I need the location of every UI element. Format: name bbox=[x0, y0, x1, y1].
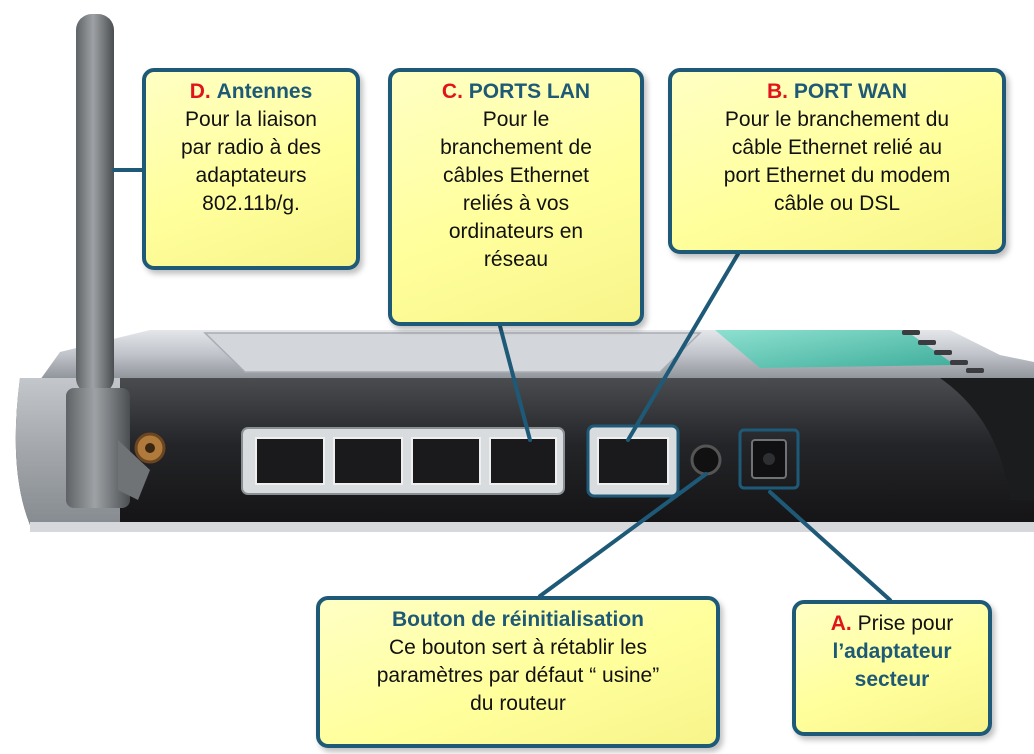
callout-c-line: câbles Ethernet bbox=[443, 164, 589, 187]
callout-antennes: D. Antennes Pour la liaison par radio à … bbox=[142, 68, 360, 270]
callout-b-line: câble Ethernet relié au bbox=[731, 136, 943, 159]
antenna-base bbox=[66, 388, 130, 508]
antenna-rod bbox=[76, 14, 114, 394]
callout-b-letter: B. bbox=[766, 80, 788, 103]
vent-slots bbox=[902, 330, 984, 373]
callout-d-line: adaptateurs bbox=[195, 164, 307, 187]
callout-d-line: par radio à des bbox=[180, 136, 322, 159]
callout-a-strong-line: l’adaptateur bbox=[832, 640, 952, 663]
callout-a-letter: A. bbox=[830, 612, 852, 635]
power-jack-frame bbox=[738, 428, 800, 490]
callout-b-title: PORT WAN bbox=[793, 80, 907, 103]
router-base-shadow bbox=[30, 522, 1034, 532]
callout-reset-line: Ce bouton sert à rétablir les bbox=[389, 636, 647, 659]
router-top-emboss bbox=[203, 332, 702, 373]
callout-b-line: câble ou DSL bbox=[773, 192, 901, 215]
callout-c-line: branchement de bbox=[440, 136, 592, 159]
callout-power-adapter: A. Prise pour l’adaptateur secteur bbox=[792, 600, 992, 736]
callout-a-strong-line: secteur bbox=[854, 668, 930, 691]
callout-d-letter: D. bbox=[189, 80, 211, 103]
callout-d-line: 802.11b/g. bbox=[202, 192, 300, 215]
callout-c-line: reliés à vos bbox=[462, 192, 570, 215]
callout-c-line: Pour le bbox=[482, 108, 550, 131]
callout-c-title: PORTS LAN bbox=[468, 80, 591, 103]
lan-ports bbox=[255, 437, 557, 485]
callout-b-line: port Ethernet du modem bbox=[723, 164, 951, 187]
reset-hole bbox=[690, 444, 722, 476]
callout-reset-line: du routeur bbox=[470, 692, 566, 715]
callout-d-title: Antennes bbox=[216, 80, 313, 103]
callout-b-line: Pour le branchement du bbox=[724, 108, 950, 131]
antenna-connector-core bbox=[145, 443, 155, 453]
power-jack-pin bbox=[763, 453, 775, 465]
wan-port bbox=[597, 437, 669, 485]
callout-reset-button: Bouton de réinitialisation Ce bouton ser… bbox=[316, 596, 720, 748]
router-right-edge bbox=[940, 378, 1034, 500]
callout-a-text: Prise pour bbox=[857, 612, 954, 635]
callout-reset-line: paramètres par défaut “ usine” bbox=[376, 664, 660, 687]
leader-lines bbox=[112, 168, 892, 602]
callout-port-wan: B. PORT WAN Pour le branchement du câble… bbox=[668, 68, 1006, 254]
callout-ports-lan: C. PORTS LAN Pour le branchement de câbl… bbox=[388, 68, 644, 326]
teal-panel bbox=[715, 330, 955, 368]
callout-d-line: Pour la liaison bbox=[185, 108, 317, 131]
callout-c-line: ordinateurs en bbox=[448, 220, 584, 243]
callout-c-line: réseau bbox=[483, 248, 549, 271]
antenna-hinge bbox=[118, 440, 150, 500]
callout-c-letter: C. bbox=[441, 80, 463, 103]
callout-reset-title: Bouton de réinitialisation bbox=[391, 608, 644, 631]
